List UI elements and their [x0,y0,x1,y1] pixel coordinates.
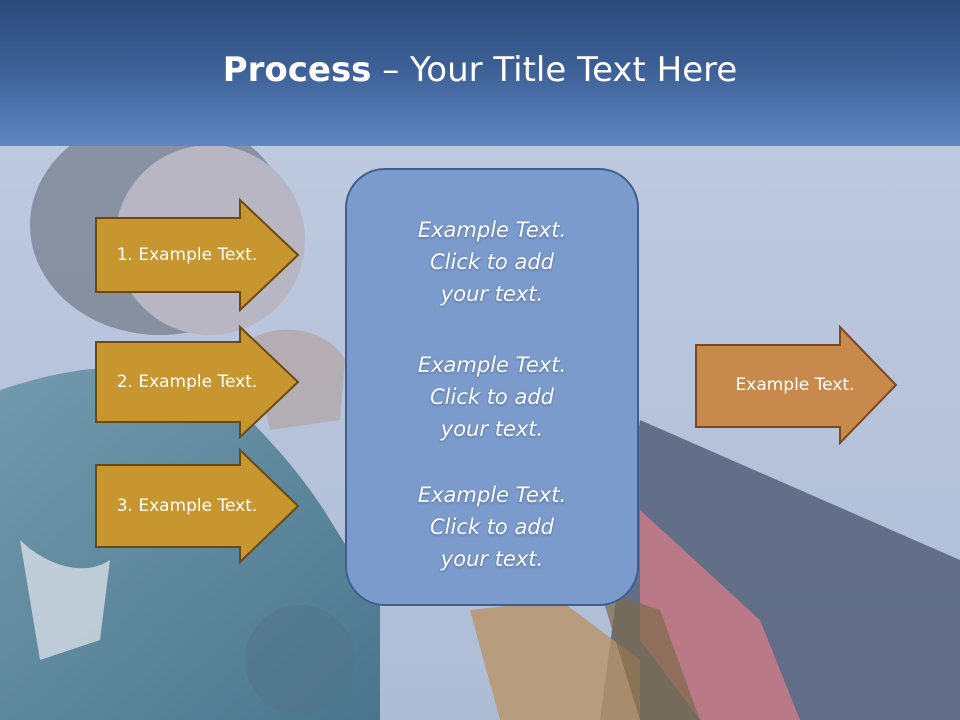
center-block-3-line-2: Click to add [429,515,554,539]
title-bar: Process – Your Title Text Here [0,0,960,146]
center-block-1-line-2: Click to add [429,250,554,274]
result-arrow-shape [695,324,898,446]
center-block-1-line-3: your text. [440,282,544,306]
step-arrow-3-label: 3. Example Text. [116,496,258,516]
slide-title[interactable]: Process – Your Title Text Here [0,50,960,90]
step-arrow-1-shape [95,197,300,313]
bag-tan [470,600,640,720]
bag-strip [600,590,700,720]
center-block-2-line-1: Example Text. [417,353,567,377]
step-arrow-1-label: 1. Example Text. [116,245,258,265]
step-arrow-1[interactable]: 1. Example Text. [95,197,300,313]
step-arrow-3[interactable]: 3. Example Text. [95,447,300,565]
center-block-2-line-3: your text. [440,417,544,441]
step-arrow-3-shape [95,447,300,565]
center-block-2-line-2: Click to add [429,385,554,409]
center-block-3-line-1: Example Text. [417,483,567,507]
result-arrow-label: Example Text. [735,375,855,395]
collar [20,540,110,660]
lace-rose [245,605,355,715]
center-block-2: Example Text. Click to add your text. [347,349,637,445]
center-block-1: Example Text. Click to add your text. [347,214,637,310]
center-text-box[interactable]: Example Text. Click to add your text. Ex… [345,168,639,606]
title-bold: Process [222,50,372,90]
step-arrow-2-label: 2. Example Text. [116,372,258,392]
center-block-3-line-3: your text. [440,547,544,571]
step-arrow-2-shape [95,324,300,440]
center-block-3: Example Text. Click to add your text. [347,479,637,575]
title-rest: – Your Title Text Here [371,50,738,90]
step-arrow-2[interactable]: 2. Example Text. [95,324,300,440]
center-block-1-line-1: Example Text. [417,218,567,242]
result-arrow[interactable]: Example Text. [695,324,898,446]
